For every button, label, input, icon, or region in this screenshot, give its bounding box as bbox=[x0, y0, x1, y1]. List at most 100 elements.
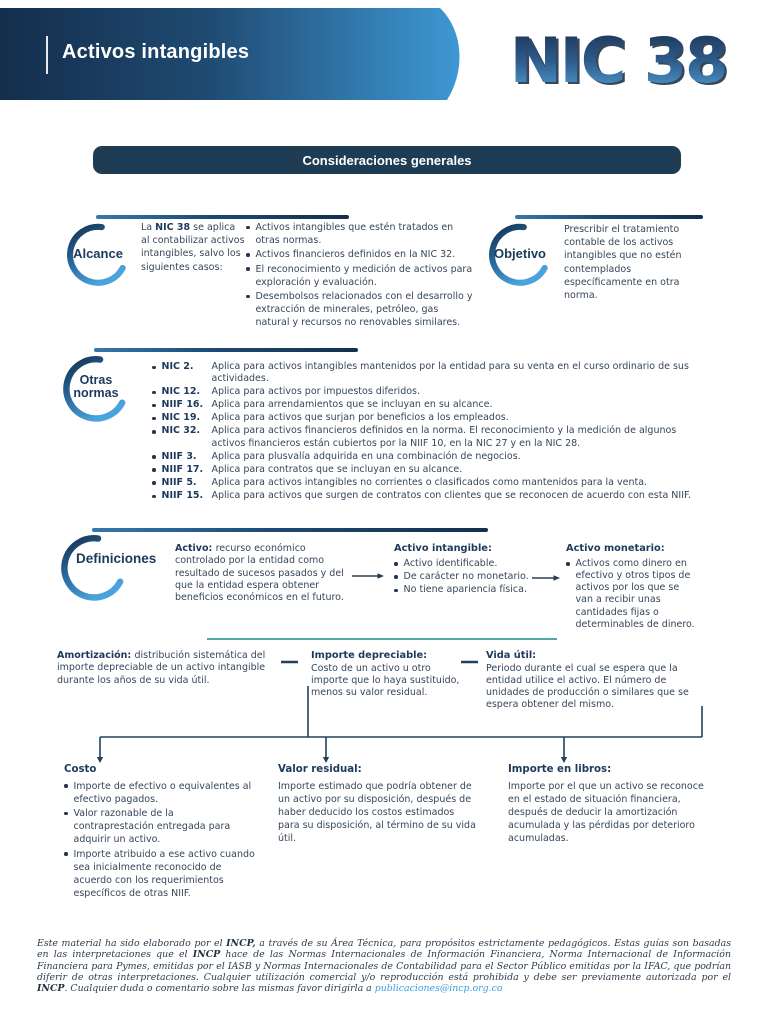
text-segment: recurso económico controlado por la enti… bbox=[175, 543, 344, 604]
otras-normas-label-line2: normas bbox=[73, 386, 119, 400]
otras-normas-list: NIC 2. Aplica para activos intangibles m… bbox=[152, 361, 700, 502]
bullet-dot bbox=[246, 294, 250, 299]
definiciones-circle-icon bbox=[61, 535, 124, 601]
valor-residual-title: Valor residual: bbox=[278, 764, 362, 775]
norma-item: NIC 12. Aplica para activos por impuesto… bbox=[152, 386, 700, 398]
header-band bbox=[0, 8, 460, 100]
concepto-importe-depreciable: Importe depreciable: Costo de un activo … bbox=[311, 650, 465, 699]
valor-residual-text: Importe estimado que podría obtener de u… bbox=[278, 780, 476, 845]
bullet-dot bbox=[152, 403, 156, 408]
bullet-item: Importe atribuido a ese activo cuando se… bbox=[64, 848, 256, 901]
importe-depreciable-text: Costo de un activo u otro importe que lo… bbox=[311, 662, 460, 699]
bold-text-segment: INCP, bbox=[226, 938, 256, 949]
alcance-intro-text: La NIC 38 se aplica al contabilizar acti… bbox=[141, 221, 245, 274]
bullet-dot bbox=[64, 852, 68, 856]
activo-intangible-title: Activo intangible: bbox=[394, 543, 492, 554]
arrow-down-icon bbox=[96, 757, 104, 763]
otras-normas-label-line1: Otras bbox=[79, 373, 113, 387]
bold-text-segment: Amortización: bbox=[57, 650, 135, 661]
bullet-dot bbox=[246, 267, 250, 271]
norma-item: NIC 19. Aplica para activos que surjan p… bbox=[152, 412, 700, 424]
bullet-dot bbox=[152, 494, 156, 499]
bullet-item: Activos financieros definidos en la NIC … bbox=[246, 248, 474, 261]
activo-monetario-title: Activo monetario: bbox=[566, 543, 665, 554]
definicion-activo-monetario: Activo monetario: Activos como dinero en… bbox=[566, 543, 698, 631]
bullet-dot bbox=[64, 811, 68, 816]
bold-text-segment: INCP bbox=[192, 949, 221, 961]
importe-depreciable-title: Importe depreciable: bbox=[311, 650, 428, 661]
norma-item: NIIF 16. Aplica para arrendamientos que … bbox=[152, 399, 700, 411]
bullet-item: Valor razonable de la contraprestación e… bbox=[64, 807, 256, 847]
norma-item: NIC 32. Aplica para activos financieros … bbox=[152, 425, 700, 449]
costo-bullets: Importe de efectivo o equivalentes al ef… bbox=[64, 780, 256, 901]
bullet-dot bbox=[394, 562, 398, 566]
definicion-activo: Activo: recurso económico controlado por… bbox=[175, 543, 357, 604]
email-link[interactable]: publicaciones@incp.org.co bbox=[374, 983, 503, 995]
bullet-dot bbox=[152, 390, 156, 395]
text-segment: hace de las Normas Internacionales de In… bbox=[37, 949, 731, 983]
bullet-item: El reconocimiento y medición de activos … bbox=[246, 263, 474, 289]
vida-util-title: Vida útil: bbox=[486, 650, 537, 661]
objetivo-section-label: Objetivo bbox=[493, 246, 546, 261]
bullet-dot bbox=[152, 416, 156, 421]
bold-text-segment: Activo: bbox=[175, 543, 216, 554]
bullet-item: No tiene apariencia física. bbox=[394, 584, 536, 596]
nic38-logo-shadow: NIC 38 bbox=[512, 26, 728, 98]
bullet-item: Activos como dinero en efectivo y otros … bbox=[566, 558, 698, 632]
bold-text-segment: INCP bbox=[37, 983, 65, 995]
text-segment: La bbox=[141, 222, 156, 233]
arrow-down-icon bbox=[560, 757, 568, 763]
objetivo-text: Prescribir el tratamiento contable de lo… bbox=[564, 224, 682, 302]
detalle-importe-libros: Importe en libros: Importe por el que un… bbox=[508, 764, 718, 846]
bullet-dot bbox=[64, 784, 68, 788]
concepto-vida-util: Vida útil: Periodo durante el cual se es… bbox=[486, 650, 702, 712]
concepto-amortizacion: Amortización: distribución sistemática d… bbox=[57, 650, 277, 687]
importe-libros-text: Importe por el que un activo se reconoce… bbox=[508, 780, 704, 845]
text-segment: a través de su Área Técnica, para propós… bbox=[37, 938, 731, 961]
detalle-costo: Costo Importe de efectivo o equivalentes… bbox=[64, 764, 256, 900]
otras-normas-circle-icon bbox=[63, 356, 126, 422]
norma-item: NIIF 15. Aplica para activos que surgen … bbox=[152, 490, 700, 502]
vida-util-text: Periodo durante el cual se espera que la… bbox=[486, 662, 689, 711]
bold-text-segment: NIC 38 bbox=[155, 222, 191, 233]
definiciones-section-label: Definiciones bbox=[76, 551, 157, 566]
alcance-circle-icon bbox=[67, 223, 126, 286]
bullet-dot bbox=[152, 455, 156, 459]
definiciones-connector-line bbox=[92, 528, 488, 532]
alcance-connector-line bbox=[96, 215, 349, 219]
text-segment: Este material ha sido elaborado por el bbox=[37, 938, 227, 949]
activo-monetario-bullets: Activos como dinero en efectivo y otros … bbox=[566, 558, 698, 632]
bullet-dot bbox=[152, 481, 156, 485]
text-segment: se aplica al contabilizar activos intang… bbox=[141, 222, 245, 273]
bullet-item: De carácter no monetario. bbox=[394, 571, 536, 583]
nic38-logo: NIC 38 NIC 38 bbox=[510, 24, 731, 98]
norma-item: NIIF 17. Aplica para contratos que se in… bbox=[152, 464, 700, 476]
bullet-dot bbox=[246, 225, 250, 230]
bullet-dot bbox=[394, 588, 398, 593]
definicion-activo-intangible: Activo intangible: Activo identificable.… bbox=[394, 543, 536, 596]
text-segment: distribución sistemática del importe dep… bbox=[57, 650, 266, 686]
bullet-dot bbox=[152, 468, 156, 472]
norma-item: NIC 2. Aplica para activos intangibles m… bbox=[152, 361, 700, 385]
alcance-bullet-list: Activos intangibles que estén tratados e… bbox=[246, 221, 474, 330]
arrow-right-icon bbox=[532, 575, 560, 581]
bullet-dot bbox=[152, 430, 156, 434]
alcance-section-label: Alcance bbox=[73, 246, 123, 261]
bullet-item: Activo identificable. bbox=[394, 558, 536, 570]
bullet-item: Importe de efectivo o equivalentes al ef… bbox=[64, 780, 256, 806]
section-banner-label: Consideraciones generales bbox=[302, 152, 472, 168]
importe-libros-title: Importe en libros: bbox=[508, 764, 612, 775]
bullet-item: Activos intangibles que estén tratados e… bbox=[246, 221, 474, 247]
otras-normas-connector-line bbox=[94, 348, 358, 352]
norma-item: NIIF 3. Aplica para plusvalía adquirida … bbox=[152, 451, 700, 463]
bullet-dot bbox=[566, 562, 570, 566]
page-title: Activos intangibles bbox=[62, 41, 250, 63]
arrow-down-icon bbox=[322, 757, 330, 763]
detalle-valor-residual: Valor residual: Importe estimado que pod… bbox=[278, 764, 478, 846]
header-band-shape bbox=[0, 8, 460, 100]
objetivo-circle-icon bbox=[489, 223, 548, 286]
bullet-dot bbox=[394, 575, 398, 579]
bullet-item: Desembolsos relacionados con el desarrol… bbox=[246, 290, 474, 330]
nic38-logo-text: NIC 38 bbox=[510, 24, 726, 97]
